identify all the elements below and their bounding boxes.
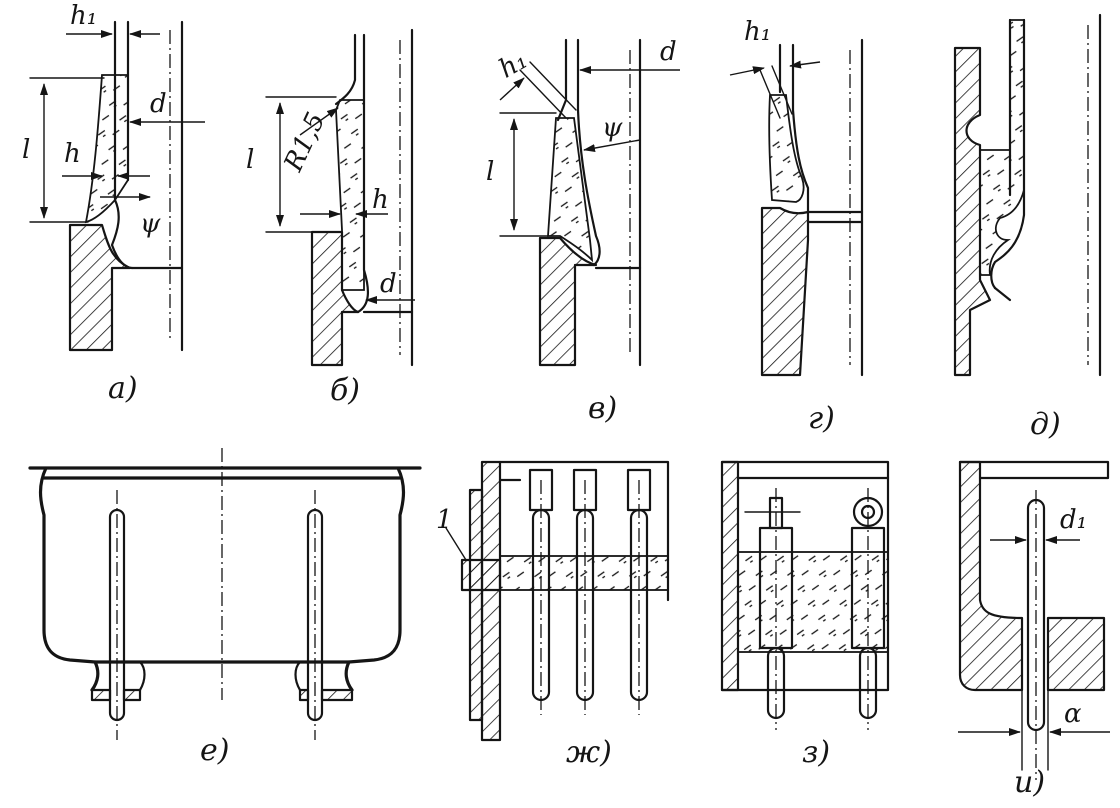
figure-v-body [538, 236, 598, 367]
figure-g-body [760, 206, 810, 377]
figure-i-housing-left [958, 460, 1024, 692]
figure-zh-label-1: 1 [436, 505, 453, 535]
figure-v: h₁ d ψ l в) [486, 37, 680, 426]
figure-z: з) [720, 460, 890, 770]
figure-v-caption: в) [588, 391, 617, 426]
figure-a-glass [84, 74, 129, 224]
figure-v-label-psi: ψ [602, 113, 623, 143]
figure-z-pin-right [850, 488, 886, 730]
figure-zh-pin-1 [528, 468, 554, 715]
figure-b: l R1,5 h d б) [246, 28, 415, 408]
figure-z-housing [720, 460, 740, 692]
figure-z-glass [737, 551, 889, 653]
figure-d-caption: д) [1030, 407, 1061, 442]
figure-a-label-l: l [22, 135, 30, 165]
figure-a-label-h: h [64, 139, 81, 169]
figure-z-pin-left [744, 488, 801, 730]
figure-v-label-h1: h₁ [494, 45, 533, 85]
figure-a-label-psi: ψ [140, 209, 161, 239]
figure-i-housing-right [1046, 616, 1106, 692]
figure-a-caption: а) [108, 371, 138, 406]
figure-a-body [68, 223, 132, 352]
figure-zh: 1 ж) [436, 460, 670, 770]
figure-b-label-r15: R1,5 [278, 108, 331, 177]
figure-zh-caption: ж) [566, 735, 612, 770]
figure-zh-pin-2 [572, 468, 598, 715]
figure-b-caption: б) [330, 373, 360, 408]
figure-i-label-alpha: α [1064, 699, 1082, 729]
figure-zh-glass [499, 555, 669, 591]
figure-v-label-d: d [660, 37, 677, 67]
figure-e: е) [28, 448, 422, 768]
figure-d-body [953, 46, 992, 377]
figure-zh-pin-3 [626, 468, 652, 715]
figure-b-label-h: h [372, 185, 389, 215]
figure-a-label-d: d [150, 89, 167, 119]
figure-g: h₁ г) [729, 17, 864, 436]
figure-zh-flange [460, 558, 502, 592]
figure-d-glass [979, 19, 1025, 276]
figure-v-label-l: l [486, 157, 494, 187]
figure-v-glass [547, 117, 594, 263]
figure-e-caption: е) [200, 733, 229, 768]
figure-zh-housing [480, 460, 502, 742]
figure-i: d₁ α и) [958, 460, 1110, 800]
figure-g-label-h1: h₁ [744, 17, 771, 47]
figure-a: h₁ d h l ψ а) [22, 1, 205, 406]
figure-e-cup [28, 466, 422, 692]
figure-i-caption: и) [1014, 765, 1045, 800]
figure-b-label-d: d [380, 269, 397, 299]
figure-g-glass [768, 94, 805, 203]
figure-d: д) [953, 13, 1102, 442]
figure-i-label-d1: d₁ [1060, 505, 1087, 535]
figure-g-caption: г) [808, 401, 835, 436]
figure-a-label-h1: h₁ [70, 1, 97, 31]
figure-b-label-l: l [246, 145, 254, 175]
figure-z-caption: з) [802, 735, 830, 770]
